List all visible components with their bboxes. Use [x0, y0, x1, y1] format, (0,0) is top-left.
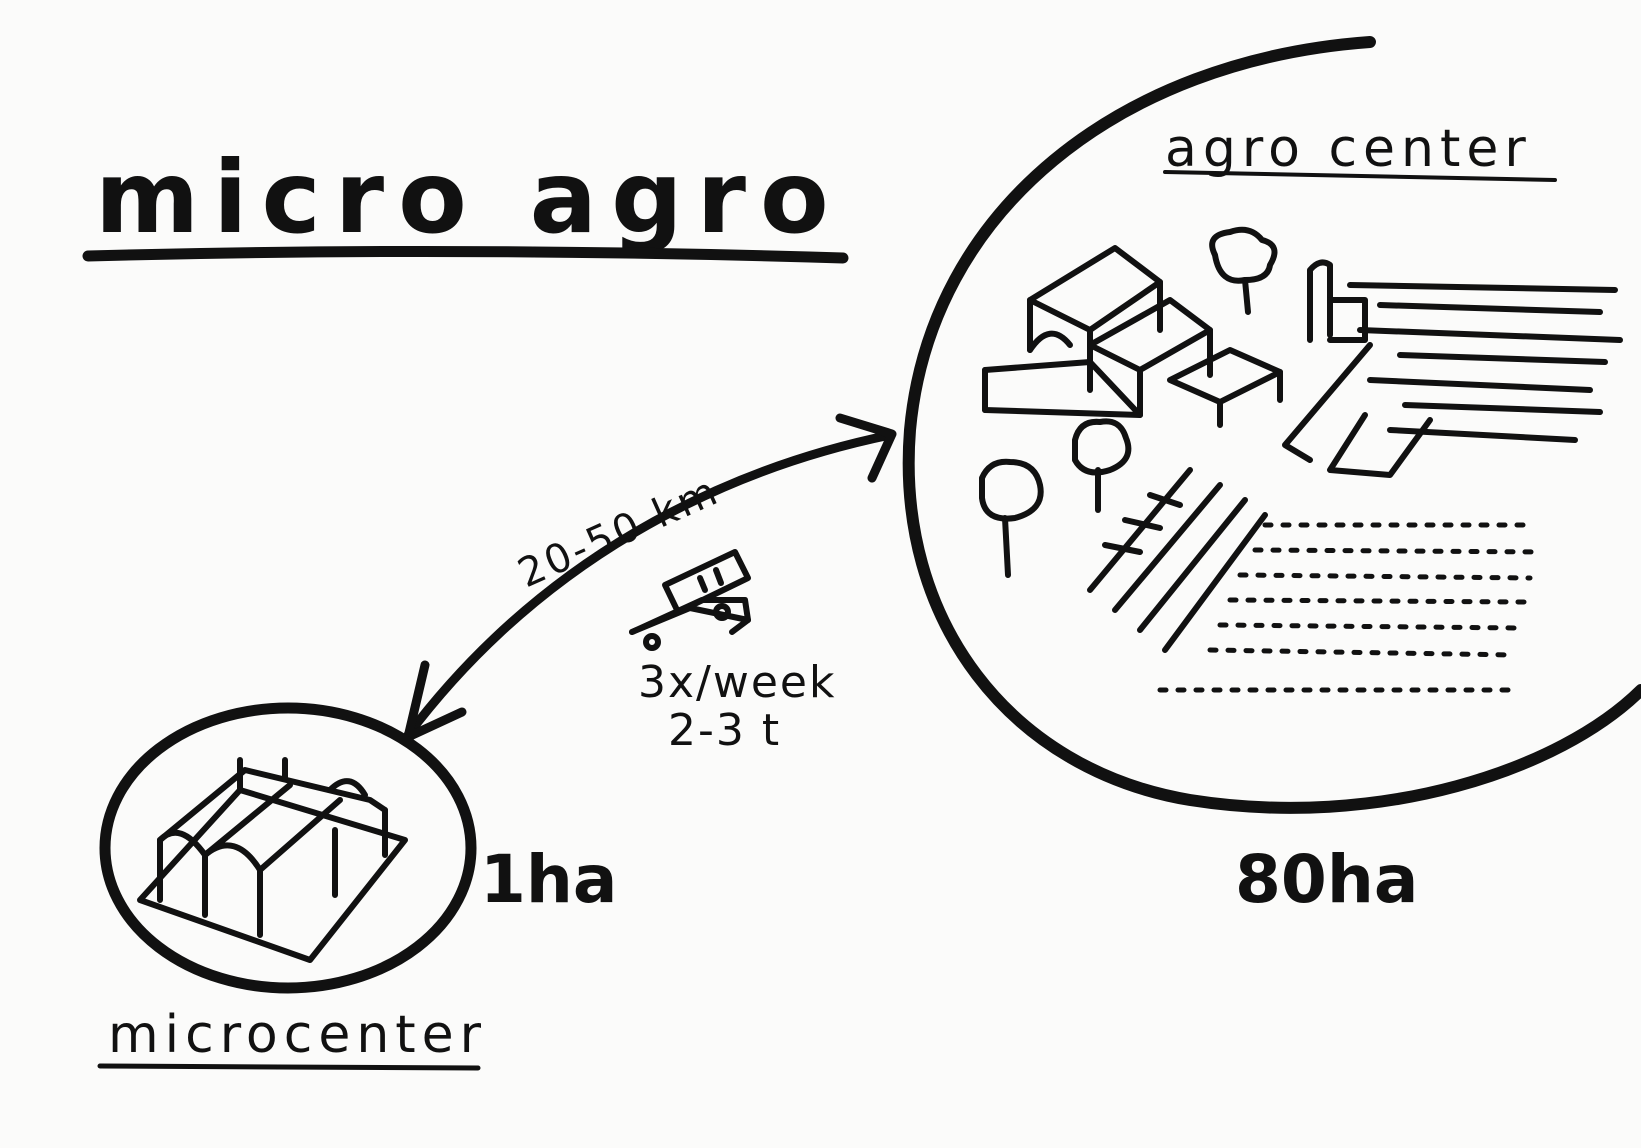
tree-icon [1072, 418, 1132, 513]
microcenter-label: microcenter [108, 1005, 487, 1065]
agro-center-area: 80ha [1235, 841, 1418, 918]
arrowhead-agro-center [835, 413, 897, 483]
distance-label: 20-50 km [511, 468, 726, 598]
greenhouse-icon [137, 757, 408, 963]
truck-icon [629, 549, 751, 651]
frequency-label: 3x/week [638, 657, 836, 708]
microcenter-boundary [99, 702, 477, 994]
title-underline [82, 245, 849, 264]
agro-center-boundary [902, 36, 1641, 814]
microcenter-label-underline [97, 1063, 481, 1071]
agro-center-label-underline [1163, 170, 1557, 182]
connection-arrow [403, 430, 895, 740]
agro-center-label: agro center [1165, 119, 1532, 179]
diagram-title: micro agro [95, 139, 843, 256]
textured-field-icon [1157, 522, 1543, 693]
tree-icon [979, 458, 1044, 578]
microcenter-area: 1ha [480, 841, 617, 918]
farm-buildings-icon [982, 245, 1368, 428]
tree-icon [1209, 226, 1278, 315]
tonnage-label: 2-3 t [668, 705, 781, 756]
crop-field-icon [1282, 282, 1623, 478]
orchard-rows-icon [1087, 467, 1268, 653]
